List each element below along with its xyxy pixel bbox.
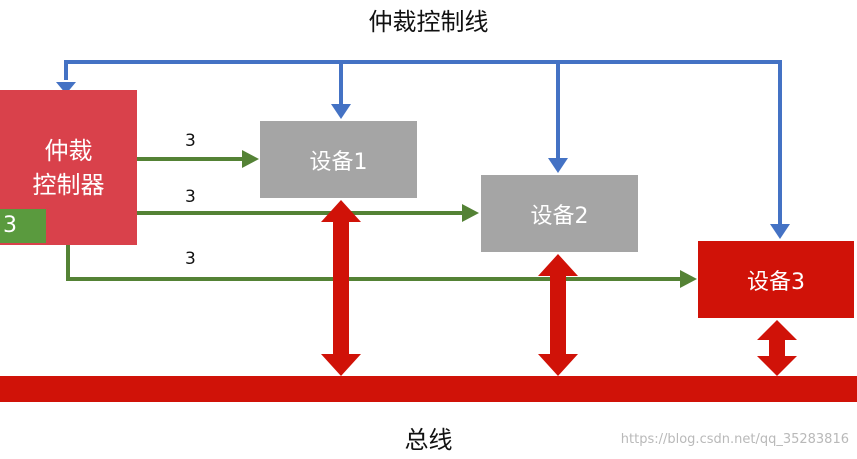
control-arrow-device2 [548, 158, 568, 173]
grant-label-device3: 3 [185, 249, 196, 269]
system-bus [0, 376, 857, 402]
device-3: 设备3 [698, 241, 854, 318]
device-1: 设备1 [260, 121, 417, 198]
grant-lines [66, 157, 682, 281]
grant-label-device1: 3 [185, 131, 196, 151]
grant-arrow-device1 [242, 150, 259, 168]
grant-arrow-device3 [680, 270, 697, 288]
arbiter-label-line1: 仲裁 [44, 136, 93, 165]
device-1-label: 设备1 [309, 149, 368, 175]
control-arrow-device3 [770, 224, 790, 239]
device-2: 设备2 [481, 175, 638, 252]
bus-connection-device1 [321, 200, 361, 376]
grant-label-device2: 3 [185, 187, 196, 207]
arbiter-controller: 仲裁 控制器 [0, 90, 137, 245]
grant-line-device3 [66, 245, 682, 281]
control-arrow-arbiter [56, 82, 76, 94]
bus-connection-device3 [757, 320, 797, 376]
watermark: https://blog.csdn.net/qq_35283816 [620, 432, 849, 447]
grant-arrow-device2 [462, 204, 479, 222]
diagram-title: 仲裁控制线 [368, 8, 489, 36]
control-arrow-device1 [331, 104, 351, 119]
bus-label: 总线 [404, 426, 453, 454]
control-line-top [64, 60, 782, 226]
bus-connection-device2 [538, 254, 578, 376]
arbiter-label-line2: 控制器 [32, 170, 105, 199]
arbitration-control-line [64, 60, 782, 226]
device-2-label: 设备2 [530, 203, 589, 229]
device-3-label: 设备3 [747, 269, 805, 295]
arbiter-count-badge: 3 [0, 209, 46, 243]
